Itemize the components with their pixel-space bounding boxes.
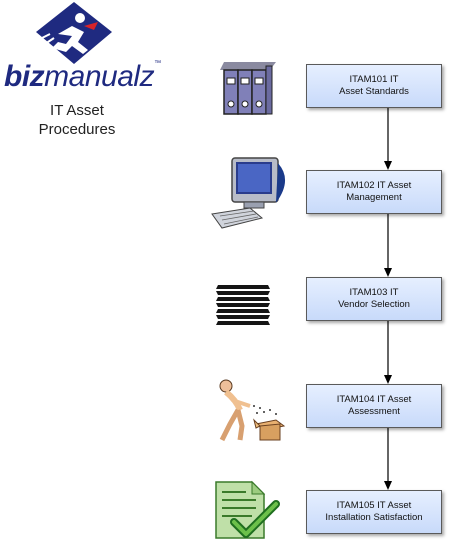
person-box-icon: [219, 379, 286, 442]
bizmanualz-logo: bizmanualz™: [0, 0, 161, 150]
computer-icon: [211, 157, 285, 229]
step-itam104-box: ITAM104 IT Asset Assessment: [306, 384, 442, 428]
step-itam103-box: ITAM103 IT Vendor Selection: [306, 277, 442, 321]
step-itam101-box: ITAM101 IT Asset Standards: [306, 64, 442, 108]
binders-icon: [220, 62, 276, 115]
step-itam105-box: ITAM105 IT Asset Installation Satisfacti…: [306, 490, 442, 534]
document-title: IT Asset Procedures: [38, 102, 116, 138]
step-itam102-box: ITAM102 IT Asset Management: [306, 170, 442, 214]
flow-arrow-3: [384, 321, 392, 384]
paper-stack-icon: [216, 285, 270, 325]
checklist-icon: [215, 480, 280, 539]
flow-arrow-2: [384, 214, 392, 277]
flow-arrow-1: [384, 108, 392, 170]
logo-wordmark: bizmanualz™: [4, 60, 161, 93]
logo-runner-icon: [36, 2, 112, 64]
flow-arrow-4: [384, 428, 392, 490]
